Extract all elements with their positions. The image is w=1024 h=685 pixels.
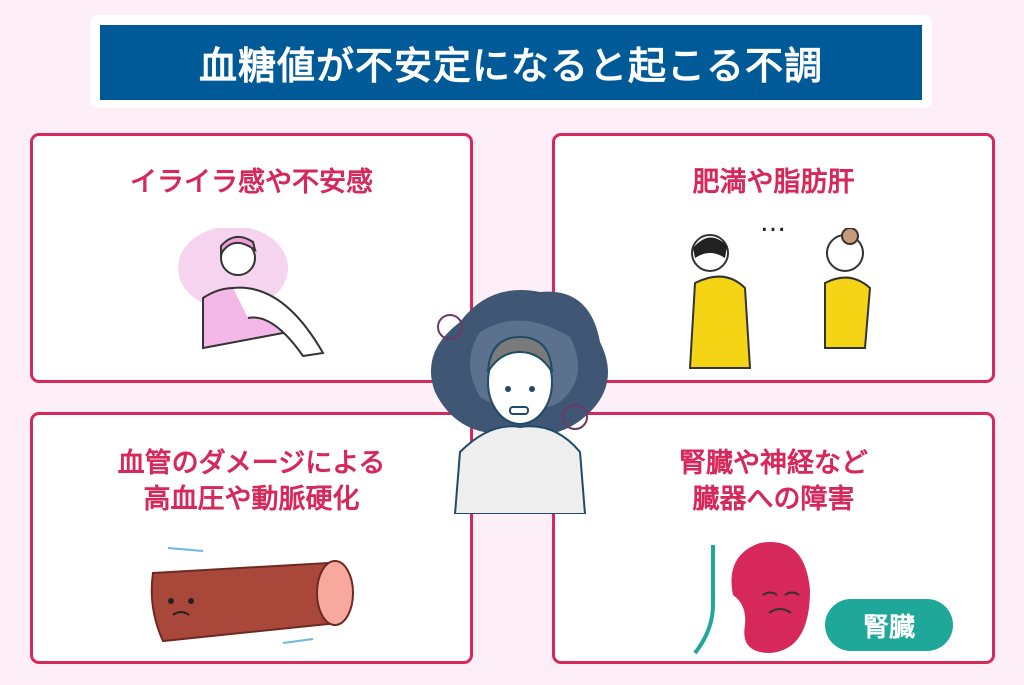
kidney-badge: 腎臓 [825, 599, 953, 651]
couple-illustration [688, 228, 872, 369]
title-banner: 血糖値が不安定になると起こる不調 [90, 15, 932, 108]
card-irritation-anxiety: イライラ感や不安感 [30, 133, 473, 383]
card-label: 肥満や脂肪肝 [692, 167, 855, 198]
card-obesity-fatty-liver: 肥満や脂肪肝 … [552, 133, 995, 383]
kidney-illustration [693, 541, 810, 655]
distressed-man-illustration [430, 290, 608, 514]
card-label-line1: 血管のダメージによる [117, 448, 386, 479]
card-label-line2: 高血圧や動脈硬化 [143, 484, 360, 515]
page-title: 血糖値が不安定になると起こる不調 [100, 25, 922, 100]
card-vascular-damage: 血管のダメージによる 高血圧や動脈硬化 [30, 412, 473, 664]
card-label: イライラ感や不安感 [130, 167, 373, 198]
card-organ-damage: 腎臓や神経など 臓器への障害 腎臓 [552, 412, 995, 664]
anxious-woman-illustration [178, 228, 325, 358]
ellipsis-text: … [760, 208, 788, 238]
blood-vessel-illustration [150, 547, 354, 644]
card-label-line1: 腎臓や神経など [679, 448, 868, 479]
card-label-line2: 臓器への障害 [692, 484, 855, 515]
